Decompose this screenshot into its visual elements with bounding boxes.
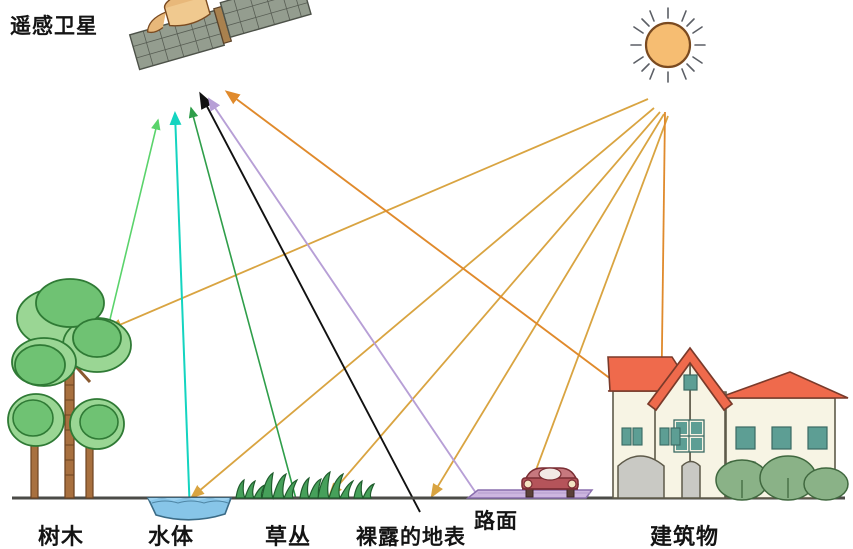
ray-sun-to-tree: [107, 98, 649, 331]
page-title: 遥感卫星: [10, 14, 98, 38]
satellite-icon: [128, 0, 312, 71]
label-trees: 树木: [38, 525, 85, 549]
ray-grass-to-satellite: [188, 106, 297, 500]
label-buildings: 建筑物: [650, 525, 720, 549]
trees-object: [7, 278, 132, 499]
ray-sun-to-grass: [328, 111, 661, 498]
ray-sun-to-road: [525, 115, 669, 497]
ray-building-to-satellite: [224, 90, 660, 416]
ray-sun-to-bare: [430, 113, 665, 499]
ray-road-to-satellite: [207, 97, 479, 497]
reflection-rays-group: [105, 90, 660, 516]
label-road: 路面: [474, 509, 518, 533]
bushes-object: [715, 455, 849, 501]
ray-bare-to-satellite: [199, 91, 421, 513]
water-body-object: [146, 497, 233, 521]
ray-sun-to-water: [189, 107, 655, 499]
label-grass: 草丛: [265, 525, 312, 549]
ray-water-to-satellite: [169, 111, 191, 516]
sun-icon: [630, 7, 706, 83]
sun-rays-group: [107, 98, 669, 499]
ray-tree-to-satellite: [105, 118, 161, 337]
grass-object: [235, 470, 376, 501]
building-object: [607, 346, 849, 501]
label-bare-ground: 裸露的地表: [356, 525, 466, 549]
label-water: 水体: [148, 525, 195, 549]
car-object: [521, 467, 579, 498]
